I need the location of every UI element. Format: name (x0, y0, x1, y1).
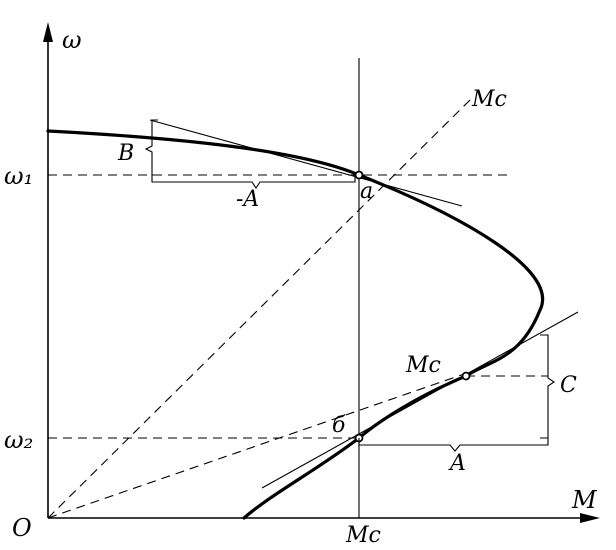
characteristic-curve (46, 129, 544, 520)
origin-label: O (12, 514, 32, 542)
bracket-c-label: C (560, 373, 577, 398)
bracket-b (144, 119, 158, 176)
load-line-steep (47, 99, 471, 519)
point-a-marker (354, 170, 364, 180)
point-b-label: б (332, 413, 346, 438)
bracket-c (540, 334, 555, 439)
point-mc-marker (461, 371, 471, 381)
omega2-label: ω₂ (4, 426, 33, 454)
bracket-minus-a-label: -A (236, 187, 259, 212)
bracket-a (358, 438, 549, 452)
bracket-b-label: B (117, 141, 134, 166)
mc-mid-label: Mc (405, 353, 441, 378)
x-axis-arrow (580, 513, 600, 523)
tangent-at-a (149, 119, 463, 207)
axes (43, 22, 600, 523)
mc-axis-label: Mc (345, 523, 381, 548)
x-axis-label: M (571, 486, 598, 514)
y-axis-arrow (43, 22, 53, 42)
bracket-minus-a (151, 175, 356, 189)
mc-top-label: Mc (471, 87, 507, 112)
tangent-at-b (261, 311, 579, 489)
y-axis-label: ω (62, 26, 82, 54)
omega1-label: ω₁ (4, 162, 33, 190)
bracket-a-label: A (448, 451, 466, 476)
point-a-label: a (360, 179, 373, 204)
